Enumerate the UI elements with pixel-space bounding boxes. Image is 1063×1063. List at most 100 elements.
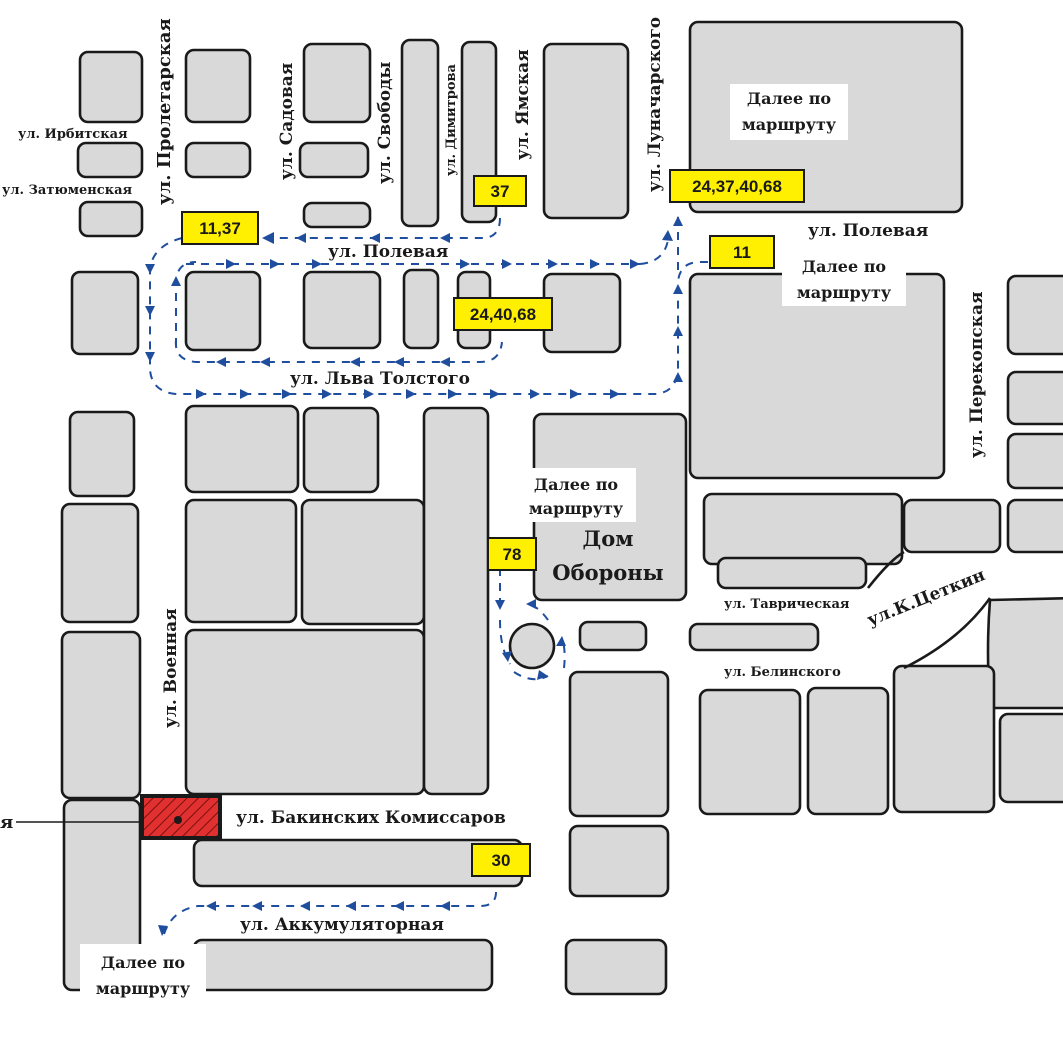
marker-label: я (0, 812, 13, 833)
arrow-west (262, 232, 274, 244)
stop-24-37-40-68: 24,37,40,68 (669, 169, 805, 203)
arrow-east (322, 389, 332, 399)
landmark-line2: Обороны (552, 560, 663, 585)
route-to-lunacharskogo (639, 239, 669, 265)
route-78-to-ring (499, 619, 511, 665)
arrow-up (662, 230, 673, 241)
arrow-east (630, 259, 640, 269)
city-block (78, 50, 144, 124)
arrow-east (570, 389, 580, 399)
landmark-dom-oborony: Дом Обороны (552, 526, 663, 585)
stop-11-37: 11,37 (181, 211, 259, 245)
svg-text:Далее по: Далее по (747, 89, 832, 108)
city-block (806, 686, 890, 816)
arrow-up (171, 276, 181, 286)
svg-text:24,37,40,68: 24,37,40,68 (692, 177, 782, 196)
street-svobody: ул. Свободы (375, 62, 395, 184)
street-belinskogo: ул. Белинского (724, 665, 841, 680)
svg-text:Далее по: Далее по (802, 257, 887, 276)
city-block (716, 556, 868, 590)
arrow-west (296, 233, 306, 243)
arrow-west (370, 233, 380, 243)
city-block (578, 620, 648, 652)
arrow-up (556, 636, 566, 646)
city-block (702, 492, 904, 566)
stop-30: 30 (471, 843, 531, 877)
city-block (184, 141, 252, 179)
arrow-east (448, 389, 458, 399)
arrow-east (196, 389, 206, 399)
city-block (184, 404, 300, 494)
arrow-east (537, 670, 548, 680)
city-block (192, 938, 494, 992)
arrow-up (673, 216, 683, 226)
arrow-west (440, 901, 450, 911)
arrow-down (145, 264, 155, 274)
svg-text:Далее по: Далее по (534, 475, 619, 494)
svg-text:Далее по: Далее по (101, 953, 186, 972)
arrow-up (673, 372, 683, 382)
city-block (568, 670, 670, 818)
street-polevaya-right: ул. Полевая (808, 221, 928, 241)
city-block (902, 498, 1002, 554)
city-block (698, 688, 802, 816)
route-polevaya-westbound (262, 217, 501, 239)
note-further-right: Далее по маршруту (782, 252, 906, 306)
street-perekopskaya: ул. Перекопская (967, 291, 987, 458)
arrow-east (312, 259, 322, 269)
stop-11: 11 (709, 235, 775, 269)
city-block (892, 664, 996, 814)
arrow-down (158, 925, 168, 936)
arrow-east (548, 259, 558, 269)
arrow-down (495, 600, 505, 610)
arrow-west (394, 357, 404, 367)
arrow-west (440, 357, 450, 367)
svg-text:37: 37 (491, 182, 510, 201)
street-labels: ул. Ирбитская ул. Затюменская ул. Пролет… (2, 17, 988, 935)
svg-text:маршруту: маршруту (529, 499, 624, 518)
city-block (400, 38, 440, 228)
arrow-east (406, 389, 416, 399)
svg-text:маршруту: маршруту (742, 115, 837, 134)
arrow-west (526, 599, 536, 609)
city-block (298, 141, 370, 179)
further-route-notes: Далее по маршруту Далее по маршруту Дале… (80, 84, 906, 1000)
street-zatyumenskaya: ул. Затюменская (2, 183, 133, 198)
city-block (302, 201, 372, 229)
arrow-down (502, 651, 512, 662)
stop-24-40-68: 24,40,68 (453, 297, 553, 331)
street-sadovaya: ул. Садовая (277, 63, 297, 180)
tsetkin-street-lines (866, 550, 992, 670)
arrow-east (530, 389, 540, 399)
arrow-east (282, 389, 292, 399)
street-bakinskikh: ул. Бакинских Комиссаров (236, 808, 506, 828)
route-ring-exit (513, 671, 549, 681)
arrow-east (226, 259, 236, 269)
street-tavricheskaya: ул. Таврическая (724, 597, 850, 612)
stop-37: 37 (473, 175, 527, 207)
route-arrows (145, 216, 683, 936)
arrow-east (270, 259, 280, 269)
city-block (68, 410, 136, 498)
city-block (70, 270, 140, 356)
street-lunacharskogo: ул. Луначарского (645, 17, 665, 192)
arrow-west (260, 357, 270, 367)
note-further-center: Далее по маршруту (518, 468, 636, 522)
city-block (402, 268, 440, 350)
arrow-east (502, 259, 512, 269)
street-lva-tolstogo: ул. Льва Толстого (290, 369, 470, 389)
route-akkumulyatornaya (163, 891, 497, 935)
svg-text:78: 78 (503, 545, 522, 564)
note-further-top: Далее по маршруту (730, 84, 848, 140)
city-block (1006, 498, 1063, 554)
city-block (688, 622, 820, 652)
street-dimitrova: ул. Димитрова (444, 63, 459, 176)
street-proletarskaya: ул. Пролетарская (154, 18, 175, 205)
street-akkumulyatornaya: ул. Аккумуляторная (240, 915, 444, 935)
city-block (60, 502, 140, 624)
city-block (184, 48, 252, 124)
route-ring-back (527, 603, 549, 621)
city-block (184, 628, 426, 796)
street-yamskaya: ул. Ямская (513, 49, 533, 160)
